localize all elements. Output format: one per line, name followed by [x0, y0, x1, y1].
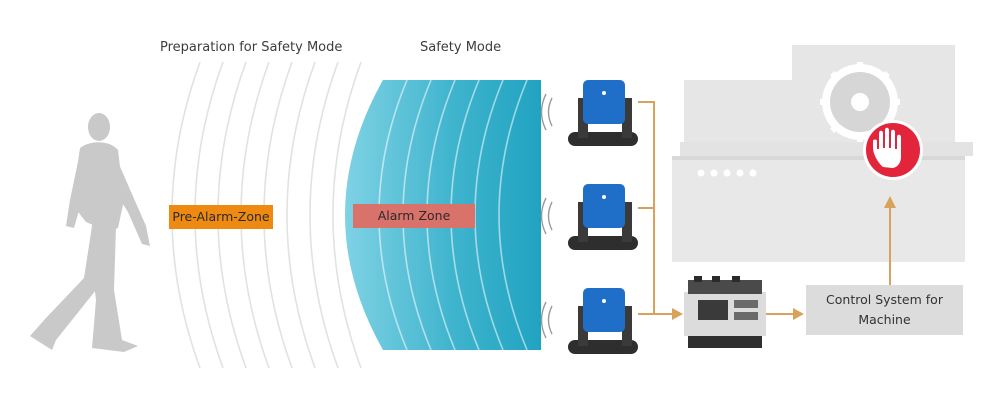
safety-mode-label: Safety Mode — [420, 40, 502, 55]
arrow-heads — [672, 196, 896, 320]
preparation-label: Preparation for Safety Mode — [160, 40, 343, 55]
machine-indicator-dots — [697, 169, 757, 177]
walking-person-icon — [30, 113, 150, 352]
alarm-zone-label: Alarm Zone — [353, 204, 475, 228]
sensor-waves — [540, 93, 553, 339]
radar-sensor-icon — [568, 288, 638, 354]
saw-blade-icon — [820, 62, 900, 142]
machine-icon — [672, 45, 973, 262]
pre-alarm-zone-label: Pre-Alarm-Zone — [169, 205, 273, 229]
radar-sensor-icon — [568, 184, 638, 250]
signal-connectors — [638, 101, 891, 315]
stop-hand-icon — [863, 120, 923, 180]
control-system-box: Control System for Machine — [806, 285, 963, 335]
control-system-line1: Control System for — [826, 292, 943, 307]
control-system-line2: Machine — [858, 312, 911, 327]
controller-module-icon — [684, 276, 766, 348]
radar-sensor-icon — [568, 80, 638, 146]
